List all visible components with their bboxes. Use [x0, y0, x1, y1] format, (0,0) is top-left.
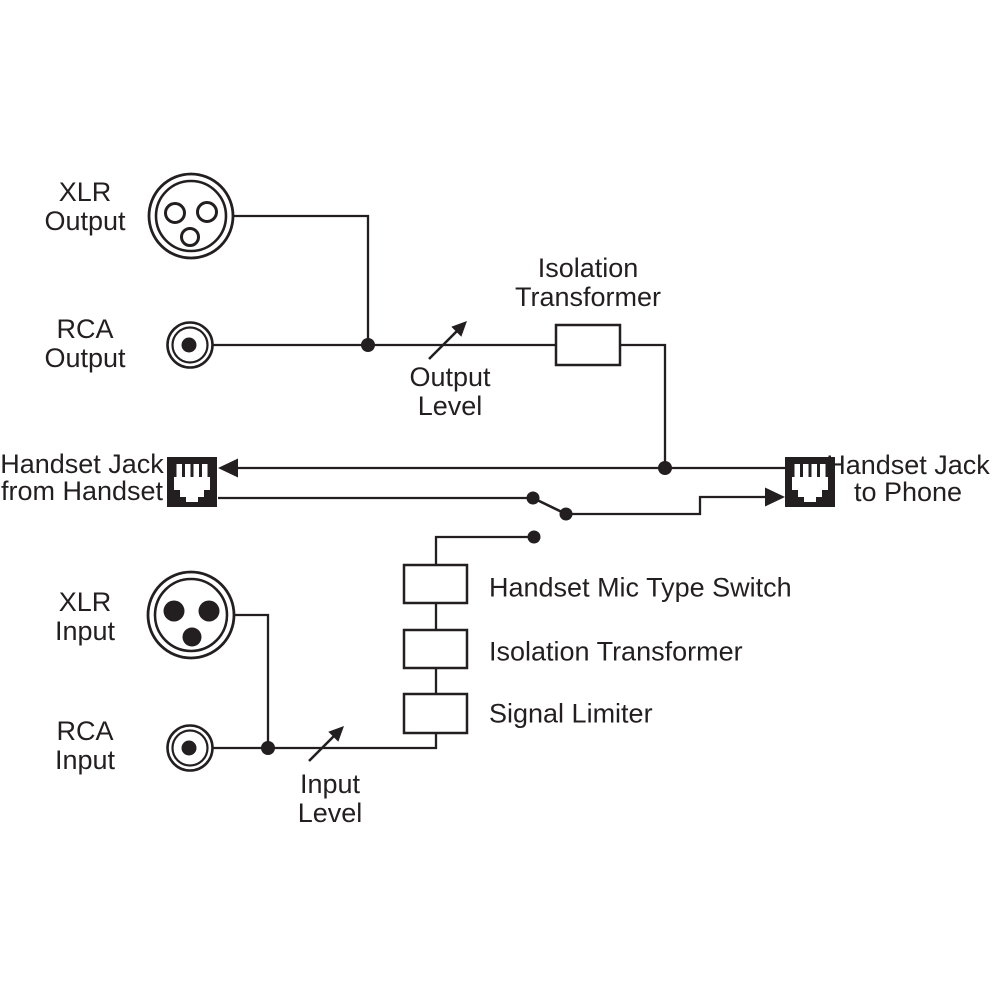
- handset-jack-from-label-line2: from Handset: [0, 476, 164, 506]
- signal-limiter-label: Signal Limiter: [489, 698, 653, 729]
- handset-mic-type-switch-label: Handset Mic Type Switch: [489, 572, 792, 603]
- switch-pole-dot: [526, 491, 540, 505]
- isolation-transformer-chain-box: [402, 628, 469, 670]
- output-level-label: Output Level: [409, 363, 490, 421]
- isolation-transformer-chain-label: Isolation Transformer: [489, 636, 743, 667]
- wire-xlr-input: [234, 613, 270, 748]
- handset-jack-to-label-line1: Handset Jack: [826, 450, 990, 480]
- xlr-output-label-line2: Output: [44, 206, 126, 236]
- xlr-input-label: XLR Input: [55, 588, 115, 646]
- wire-chain-to-input: [213, 733, 438, 750]
- output-level-label-line1: Output: [409, 362, 491, 392]
- handset-jack-from-label-line1: Handset Jack: [0, 449, 164, 479]
- junction-dot-output: [361, 338, 375, 352]
- rca-output-label-line2: Output: [44, 343, 126, 373]
- rca-connector-icon-input: [166, 724, 214, 772]
- rca-output-label: RCA Output: [44, 315, 125, 373]
- rca-input-label-line1: RCA: [56, 716, 114, 746]
- rca-output-label-line1: RCA: [56, 314, 114, 344]
- xlr-male-connector-icon: [146, 570, 236, 660]
- rca-connector-icon-output: [166, 321, 214, 369]
- handset-jack-to-label: Handset Jack to Phone: [826, 452, 990, 506]
- handset-mic-type-switch-label-text: Handset Mic Type Switch: [489, 572, 792, 603]
- input-level-label-line2: Level: [297, 798, 363, 828]
- handset-jack-from-label: Handset Jack from Handset: [0, 451, 164, 505]
- isolation-transformer-chain-label-text: Isolation Transformer: [489, 636, 743, 667]
- output-level-arrow-icon: [428, 321, 467, 360]
- wire-xlr-output: [232, 214, 370, 345]
- xlr-input-label-line2: Input: [54, 616, 116, 646]
- input-level-arrow-icon: [308, 726, 344, 762]
- input-level-label-line1: Input: [299, 769, 361, 799]
- signal-limiter-box: [402, 692, 469, 735]
- output-level-label-line2: Level: [417, 391, 483, 421]
- input-level-label: Input Level: [298, 770, 363, 828]
- xlr-output-label-line1: XLR: [58, 177, 112, 207]
- isolation-transformer-top-label-line1: Isolation: [537, 253, 639, 283]
- handset-mic-type-switch-box: [402, 563, 469, 605]
- xlr-output-label: XLR Output: [44, 178, 125, 236]
- wire-switch-to-chain: [434, 535, 534, 565]
- arrowhead-right-icon: [765, 487, 785, 507]
- rca-input-label-line2: Input: [54, 745, 116, 775]
- xlr-female-connector-icon: [147, 172, 235, 260]
- wire-transformer-to-mainline: [620, 343, 667, 468]
- handset-jack-to-label-line2: to Phone: [853, 477, 963, 507]
- isolation-transformer-top-box: [554, 323, 622, 367]
- arrowhead-left-icon: [218, 458, 238, 478]
- signal-limiter-label-text: Signal Limiter: [489, 698, 653, 729]
- handset-switch-icon: [526, 491, 573, 544]
- isolation-transformer-top-label: Isolation Transformer: [515, 254, 661, 312]
- isolation-transformer-top-label-line2: Transformer: [514, 282, 662, 312]
- junction-dot-input: [261, 741, 275, 755]
- xlr-input-label-line1: XLR: [58, 587, 112, 617]
- rca-input-label: RCA Input: [55, 717, 115, 775]
- wire-switch-to-phone: [566, 495, 767, 516]
- handset-jack-from-icon: [167, 457, 217, 507]
